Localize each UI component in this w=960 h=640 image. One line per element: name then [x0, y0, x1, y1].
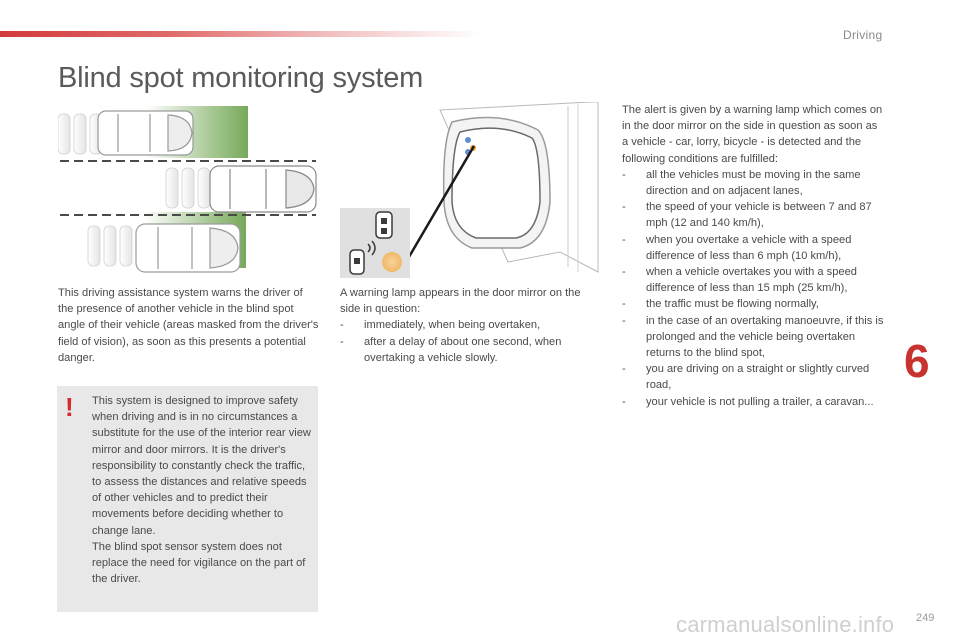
page-title: Blind spot monitoring system — [58, 62, 424, 94]
mirror-glass — [451, 127, 541, 239]
alert-intro: The alert is given by a warning lamp whi… — [622, 104, 883, 165]
own-vehicle — [209, 165, 317, 213]
warning-text: This system is designed to improve safet… — [92, 393, 312, 587]
chapter-number: 6 — [904, 335, 930, 387]
page-number: 249 — [916, 612, 935, 624]
exclamation-icon: ! — [65, 392, 74, 422]
list-item: -the speed of your vehicle is between 7 … — [622, 201, 872, 230]
lamp-section: A warning lamp appears in the door mirro… — [340, 285, 592, 366]
lamp-intro: A warning lamp appears in the door mirro… — [340, 287, 581, 316]
vehicle-right-lane — [135, 223, 241, 273]
list-item: -in the case of an overtaking manoeuvre,… — [622, 314, 884, 360]
list-item: -you are driving on a straight or slight… — [622, 363, 870, 392]
list-item: -all the vehicles must be moving in the … — [622, 168, 861, 198]
list-item: -immediately, when being overtaken, — [340, 319, 541, 332]
alert-conditions-section: The alert is given by a warning lamp whi… — [622, 102, 884, 410]
door-mirror-illustration — [340, 102, 599, 278]
warning-text-main: This system is designed to improve safet… — [92, 395, 311, 537]
list-item: -the traffic must be flowing normally, — [622, 298, 819, 311]
intro-paragraph: This driving assistance system warns the… — [58, 287, 319, 364]
callout-line — [404, 145, 476, 263]
list-item: -when you overtake a vehicle with a spee… — [622, 233, 852, 262]
header-accent-bar — [0, 31, 480, 37]
list-item: -when a vehicle overtakes you with a spe… — [622, 266, 857, 295]
warning-text-secondary: The blind spot sensor system does not re… — [92, 540, 306, 586]
blind-spot-zones-illustration — [58, 106, 317, 273]
vehicle-left-lane — [97, 110, 194, 156]
list-item: -after a delay of about one second, when… — [340, 335, 562, 364]
section-name: Driving — [843, 28, 883, 42]
warning-lamp-icon — [340, 208, 410, 278]
watermark: carmanualsonline.info — [676, 612, 895, 637]
list-item: -your vehicle is not pulling a trailer, … — [622, 395, 874, 408]
warning-box: ! This system is designed to improve saf… — [57, 386, 318, 612]
